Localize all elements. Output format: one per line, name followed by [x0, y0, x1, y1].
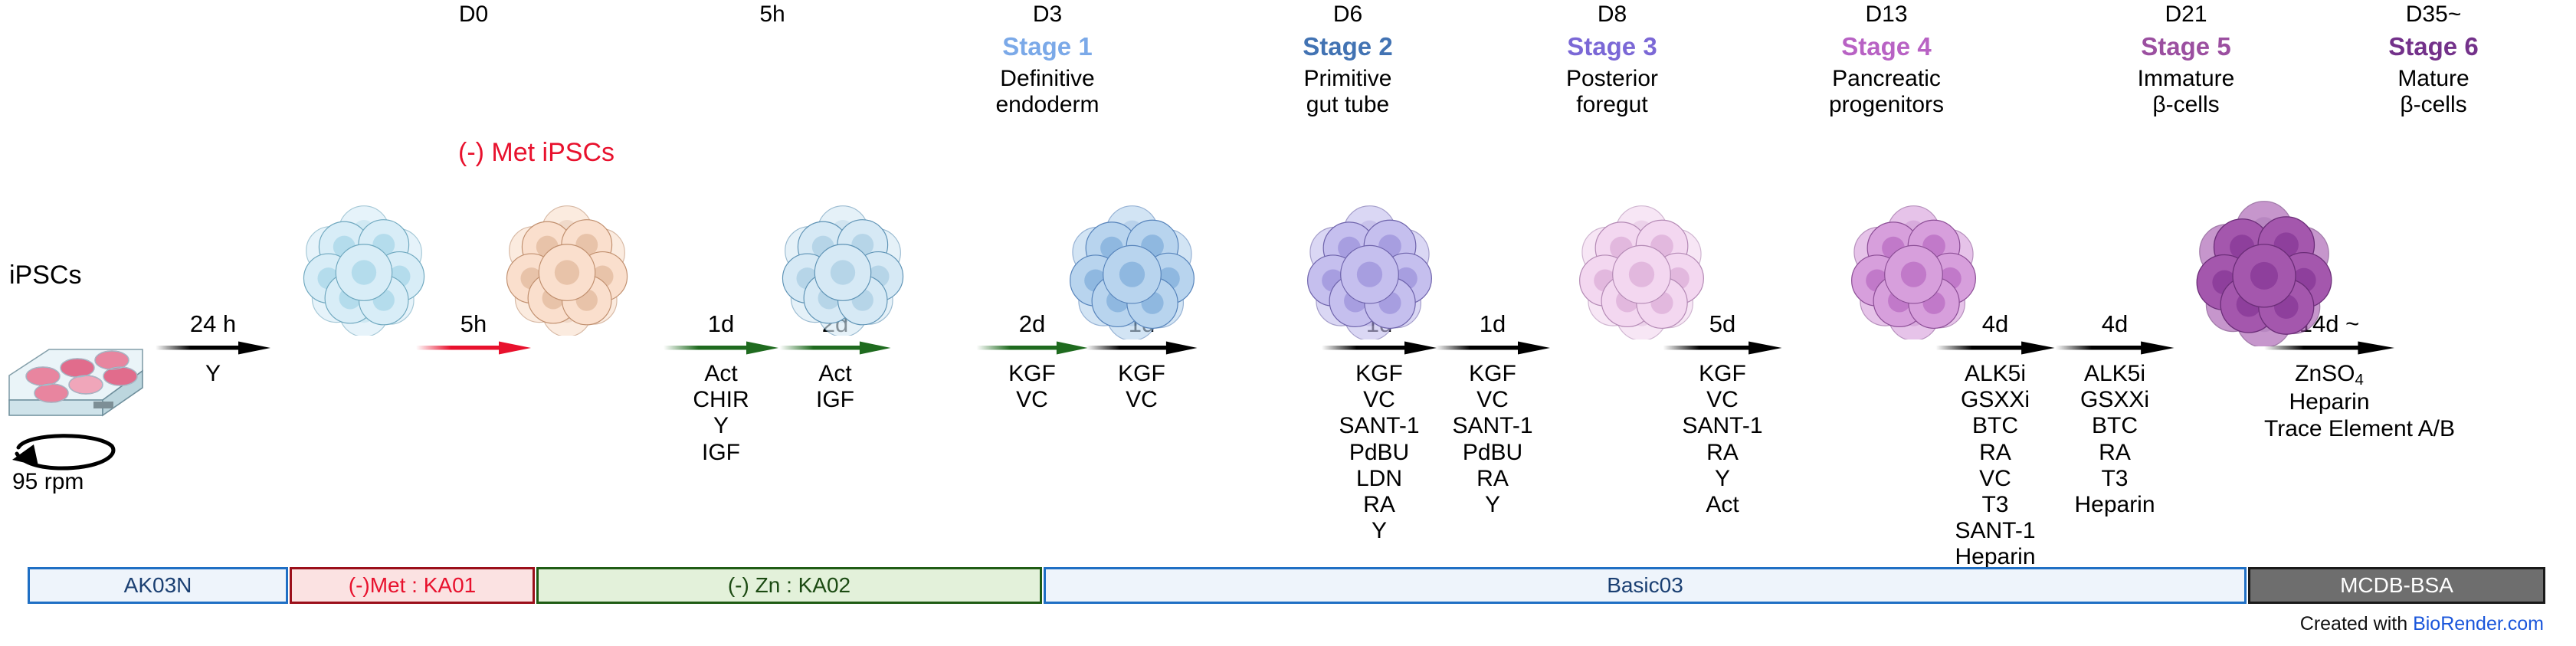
- arrow-ipsc-to-d0-factors: Y: [205, 361, 221, 386]
- arrow-s4-day5-shaft: [1663, 339, 1782, 356]
- media-bar-basic03-label: Basic03: [1607, 573, 1683, 597]
- rotation-speed-label: 95 rpm: [12, 469, 84, 494]
- stage-title-1: Stage 1: [1002, 32, 1093, 61]
- day-label-d8: D8: [1597, 2, 1627, 27]
- stage-subtitle-3: Posterior foregut: [1565, 65, 1659, 117]
- media-bar-mcdb-bsa: MCDB-BSA: [2248, 567, 2545, 604]
- stage-title-3: Stage 3: [1567, 32, 1657, 61]
- arrow-s5-day4-b-factors: ALK5i GSXXi BTC RA T3 Heparin: [2074, 361, 2155, 517]
- arrow-s2-day2-factors: KGF VC: [1008, 361, 1056, 413]
- day-label-5h: 5h: [759, 2, 785, 27]
- media-bar-met-ka01: (-)Met : KA01: [290, 567, 535, 604]
- day-label-d3: D3: [1032, 2, 1063, 27]
- stage-title-2: Stage 2: [1303, 32, 1393, 61]
- biorender-credit: Created with BioRender.com: [2300, 613, 2544, 635]
- cluster-pancreatic-progenitors: [1575, 205, 1709, 339]
- arrow-s2-day2-duration: 2d: [1018, 310, 1046, 337]
- arrow-s3-day1-b-shaft: [1435, 339, 1550, 356]
- stage-subtitle-5: Immature β-cells: [2137, 65, 2235, 117]
- arrow-ipsc-to-d0: 24 h Y: [156, 312, 270, 387]
- media-bar-row: AK03N (-)Met : KA01 (-) Zn : KA02 Basic03 MC…: [0, 567, 2576, 604]
- arrow-s2-day2-shaft: [976, 339, 1088, 356]
- arrow-s5-day4-a-factors: ALK5i GSXXi BTC RA VC T3 SANT-1 Heparin: [1955, 361, 2036, 570]
- media-bar-ak03n-label: AK03N: [123, 573, 192, 597]
- media-bar-zn-ka02-label: (-) Zn : KA02: [727, 573, 851, 597]
- arrow-s4-day5-duration: 5d: [1709, 310, 1736, 337]
- media-bar-ak03n: AK03N: [28, 567, 288, 604]
- cluster-posterior-foregut: [1303, 205, 1437, 339]
- ipsc-source-label: iPSCs: [9, 261, 82, 290]
- arrow-s3-day1-b-factors: KGF VC SANT-1 PdBU RA Y: [1452, 361, 1533, 517]
- stage-subtitle-6: Mature β-cells: [2397, 65, 2469, 117]
- credit-prefix: Created with: [2299, 613, 2414, 635]
- cluster-definitive-endoderm: [778, 205, 908, 336]
- day-label-d13: D13: [1865, 2, 1908, 27]
- arrow-s3-day1-a-factors: KGF VC SANT-1 PdBU LDN RA Y: [1339, 361, 1420, 544]
- stage-header-3: Stage 3 Posterior foregut: [1497, 32, 1727, 117]
- cluster-ipsc-d0: [299, 205, 429, 336]
- stage-subtitle-1: Definitive endoderm: [995, 65, 1100, 117]
- stage-subtitle-2: Primitive gut tube: [1303, 65, 1392, 117]
- stage-header-2: Stage 2 Primitive gut tube: [1233, 32, 1463, 117]
- arrow-s5-day4-a-duration: 4d: [1981, 310, 2009, 337]
- arrow-s3-day1-a-shaft: [1322, 339, 1437, 356]
- arrow-s4-day5-factors: KGF VC SANT-1 RA Y Act: [1682, 361, 1763, 517]
- arrow-s2-day1-factors: KGF VC: [1118, 361, 1165, 413]
- stage-title-6: Stage 6: [2388, 32, 2479, 61]
- cluster-primitive-gut-tube: [1065, 205, 1199, 339]
- day-label-d35: D35~: [2405, 2, 2462, 27]
- arrow-d0-to-5h: 5h: [416, 312, 531, 361]
- arrow-s1-day2-factors: Act IGF: [816, 361, 854, 413]
- stage-header-5: Stage 5 Immature β-cells: [2071, 32, 2301, 117]
- biorender-link[interactable]: BioRender.com: [2413, 613, 2544, 635]
- arrow-d0-to-5h-duration: 5h: [460, 310, 487, 337]
- arrow-s1-day1-shaft: [664, 339, 778, 356]
- arrow-s1-day2-shaft: [779, 339, 891, 356]
- stage-header-6: Stage 6 Mature β-cells: [2319, 32, 2548, 117]
- cluster-mature-beta: [2191, 201, 2337, 346]
- arrow-s5-day4-b-duration: 4d: [2101, 310, 2129, 337]
- arrow-s5-day4-b-shaft: [2055, 339, 2175, 356]
- arrow-s1-day2: 2dAct IGF: [779, 312, 891, 413]
- arrow-s1-day1-duration: 1d: [707, 310, 735, 337]
- met-ipsc-label: (-) Met iPSCs: [458, 138, 615, 167]
- arrow-s6-day14-shaft: [2264, 339, 2394, 356]
- arrow-s3-day1-b-duration: 1d: [1479, 310, 1506, 337]
- day-label-d0: D0: [458, 2, 489, 27]
- stage-subtitle-4: Pancreatic progenitors: [1828, 65, 1945, 117]
- arrow-ipsc-to-d0-shaft: [156, 339, 270, 356]
- arrow-s5-day4-a-shaft: [1935, 339, 2055, 356]
- cluster-immature-beta: [1847, 205, 1981, 339]
- stage-header-4: Stage 4 Pancreatic progenitors: [1771, 32, 2001, 117]
- stage-title-4: Stage 4: [1841, 32, 1932, 61]
- arrow-ipsc-to-d0-duration: 24 h: [189, 310, 237, 337]
- day-label-d21: D21: [2165, 2, 2207, 27]
- media-bar-zn-ka02: (-) Zn : KA02: [536, 567, 1042, 604]
- day-label-d6: D6: [1332, 2, 1363, 27]
- cluster-met-ipsc: [502, 205, 632, 336]
- arrow-s1-day1-factors: Act CHIR Y IGF: [693, 361, 749, 465]
- arrow-d0-to-5h-shaft: [416, 339, 531, 356]
- stage-title-5: Stage 5: [2141, 32, 2231, 61]
- media-bar-met-ka01-label: (-)Met : KA01: [348, 573, 477, 597]
- rotation-arrow-icon: [5, 426, 127, 477]
- six-well-plate-icon: [3, 320, 149, 439]
- arrow-s2-day1-shaft: [1086, 339, 1198, 356]
- media-bar-basic03: Basic03: [1044, 567, 2247, 604]
- stage-header-1: Stage 1 Definitive endoderm: [932, 32, 1162, 117]
- media-bar-mcdb-bsa-label: MCDB-BSA: [2340, 573, 2453, 597]
